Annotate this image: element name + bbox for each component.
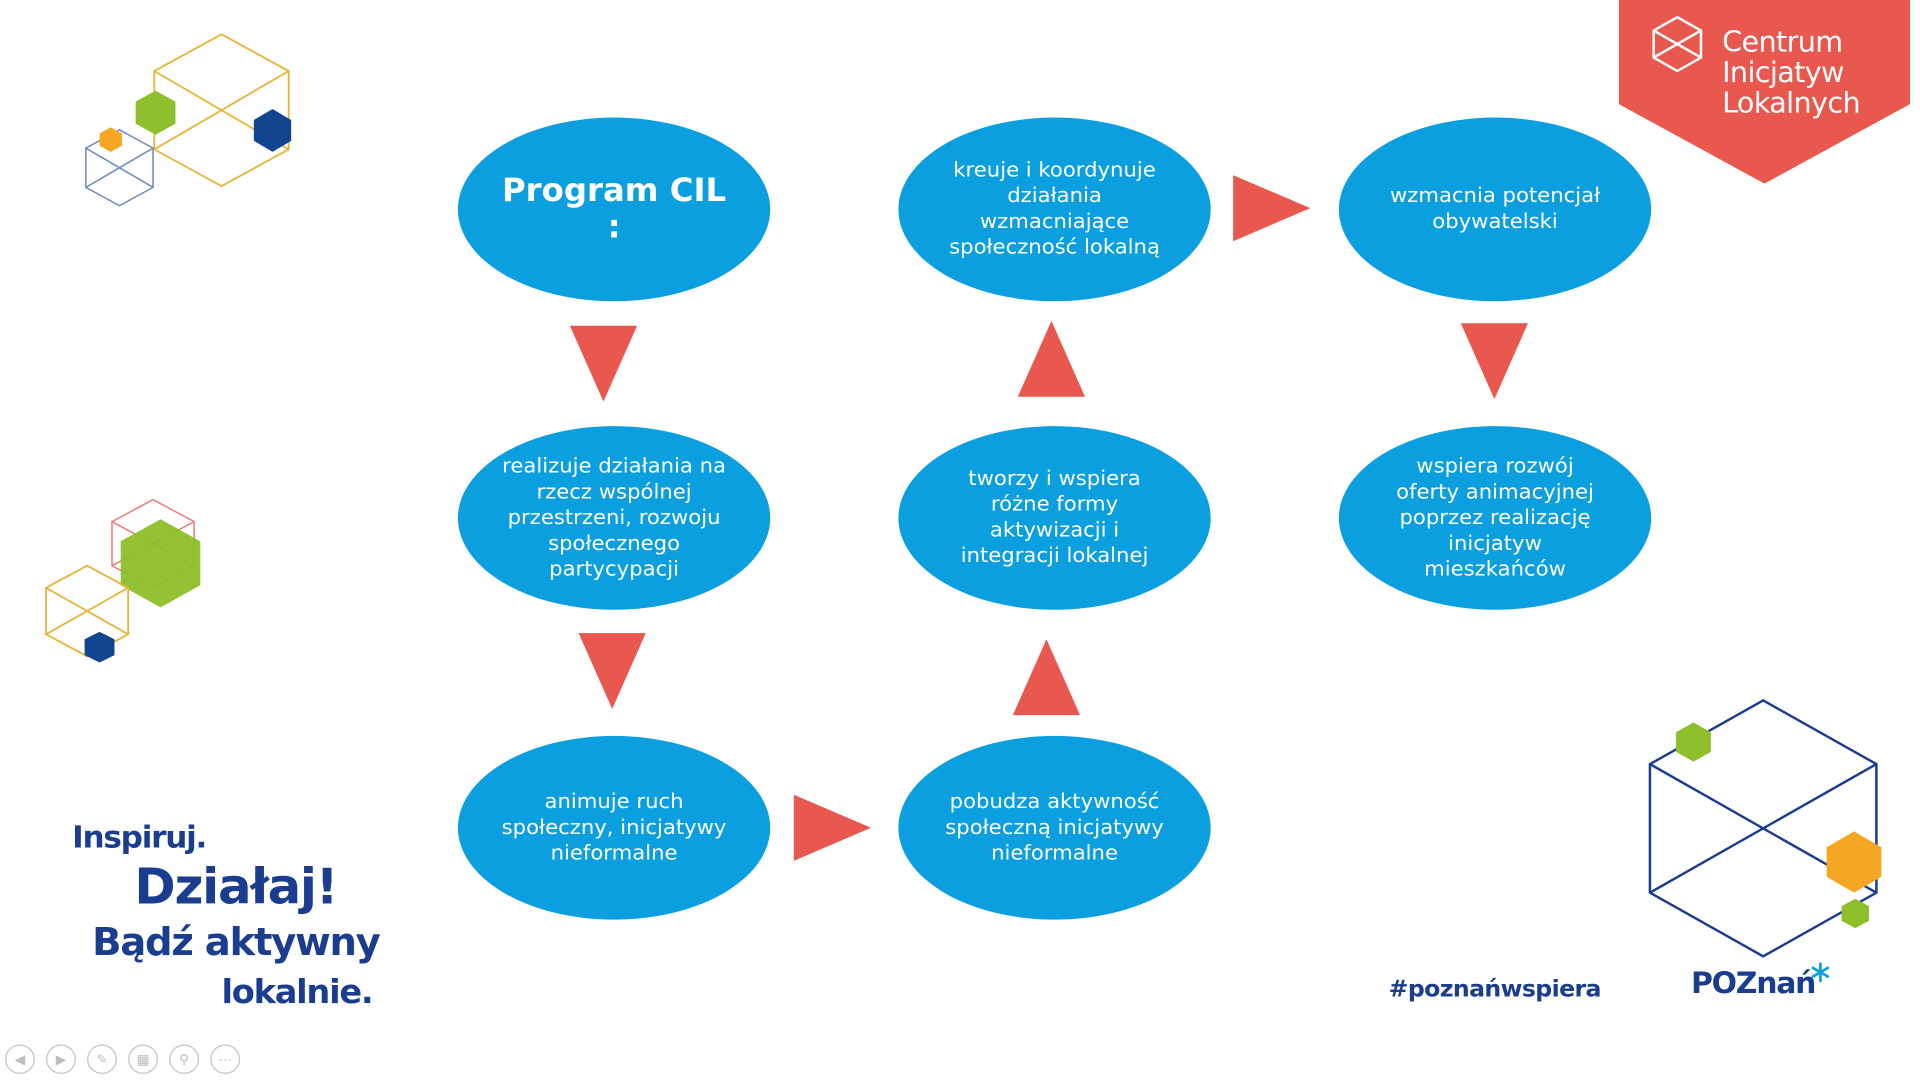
slogan-line-4: lokalnie. — [221, 973, 373, 1012]
edge-arrow-tworzy-to-kreuje — [1017, 320, 1086, 397]
node-tworzy: tworzy i wspiera różne formy aktywizacji… — [898, 426, 1211, 610]
node-wspiera: wspiera rozwój oferty animacyjnej poprze… — [1338, 426, 1652, 610]
edge-arrow-pobudza-to-tworzy — [1012, 639, 1081, 716]
edge-arrow-kreuje-to-wzmacnia — [1233, 175, 1311, 242]
node-program-cil: Program CIL : — [457, 117, 771, 302]
slideshow-toolbar: ◀ ▶ ✎ ▦ ⚲ ⋯ — [4, 1044, 241, 1074]
edge-arrow-realizuje-to-animuje — [578, 633, 646, 709]
next-slide-icon[interactable]: ▶ — [46, 1044, 76, 1074]
node-pobudza: pobudza aktywność społeczną inicjatywy n… — [898, 735, 1211, 920]
edge-arrow-wzmacnia-to-wspiera — [1460, 323, 1529, 400]
poznan-logo-text: POZnań — [1691, 966, 1816, 1001]
slogan-line-3: Bądź aktywny — [92, 920, 381, 965]
pen-icon[interactable]: ✎ — [87, 1044, 117, 1074]
zoom-icon[interactable]: ⚲ — [169, 1044, 200, 1074]
more-options-icon[interactable]: ⋯ — [210, 1044, 241, 1074]
cil-logo-line: Lokalnych — [1722, 88, 1860, 121]
poznan-cube-logo — [1648, 699, 1882, 958]
slogan-line-1: Inspiruj. — [72, 819, 207, 855]
decorative-cubes-top — [85, 33, 292, 207]
node-animuje: animuje ruch społeczny, inicjatywy niefo… — [457, 735, 771, 920]
asterisk-icon — [1811, 962, 1830, 983]
cil-logo-badge — [1618, 0, 1911, 184]
node-wzmacnia: wzmacnia potencjał obywatelski — [1338, 117, 1652, 302]
decorative-cubes-middle — [45, 498, 201, 663]
cil-logo-line: Centrum — [1722, 26, 1843, 59]
edge-arrow-animuje-to-pobudza — [793, 794, 872, 861]
hashtag: #poznańwspiera — [1388, 975, 1602, 1003]
cube-outline-icon — [1652, 15, 1703, 73]
slogan-line-2: Działaj! — [134, 859, 338, 916]
previous-slide-icon[interactable]: ◀ — [4, 1044, 35, 1074]
slides-grid-icon[interactable]: ▦ — [128, 1044, 159, 1074]
node-realizuje: realizuje działania na rzecz wspólnej pr… — [457, 426, 771, 610]
edge-arrow-program-to-realizuje — [569, 325, 638, 402]
cil-logo-text: Centrum Inicjatyw Lokalnych — [1722, 28, 1860, 120]
node-kreuje: kreuje i koordynuje działania wzmacniają… — [898, 117, 1211, 302]
cil-logo-line: Inicjatyw — [1722, 57, 1844, 90]
